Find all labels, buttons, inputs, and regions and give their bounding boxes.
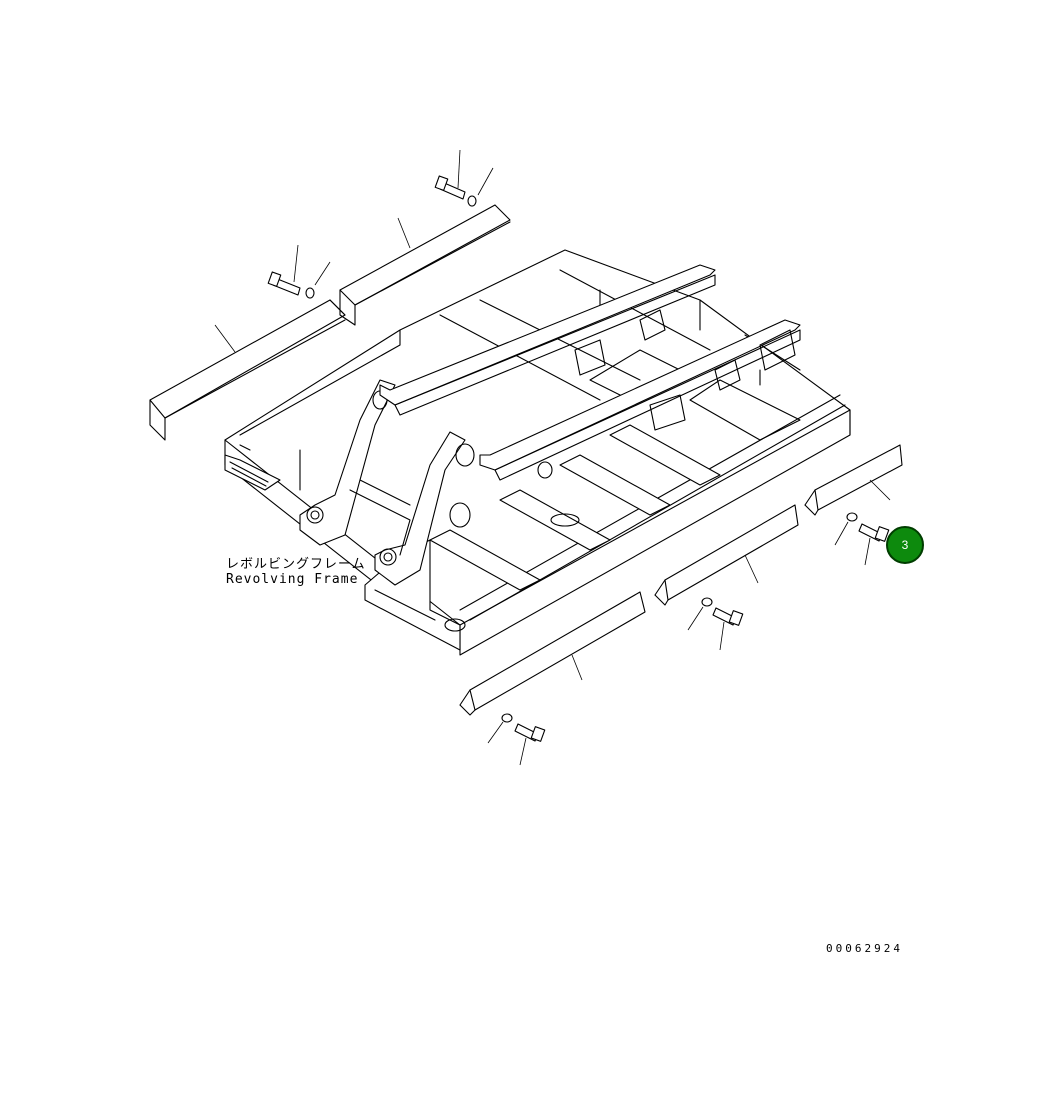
frame-label-english: Revolving Frame bbox=[226, 572, 359, 587]
bolt-washer-lower-middle bbox=[687, 597, 744, 651]
drawing-number: 00062924 bbox=[826, 942, 903, 955]
cover-upper-middle bbox=[339, 204, 511, 326]
longitudinal-beams bbox=[379, 264, 801, 481]
cover-lower-rear bbox=[804, 444, 903, 516]
boom-foot-brackets bbox=[299, 379, 475, 586]
bolt-washer-lower-rear bbox=[834, 512, 890, 566]
callout-number: 3 bbox=[901, 538, 909, 552]
callout-bubble[interactable]: 3 bbox=[886, 526, 924, 564]
cover-left-long bbox=[149, 299, 346, 441]
bolt-washer-lower-front bbox=[487, 713, 546, 766]
bolt-washer-upper-middle bbox=[434, 149, 494, 207]
cover-lower-front bbox=[459, 591, 646, 716]
cover-lower-middle bbox=[654, 504, 799, 606]
bolt-washer-upper-left bbox=[267, 244, 331, 299]
frame-label: レボルビングフレーム Revolving Frame bbox=[226, 553, 366, 587]
frame-label-japanese: レボルビングフレーム bbox=[226, 557, 366, 572]
